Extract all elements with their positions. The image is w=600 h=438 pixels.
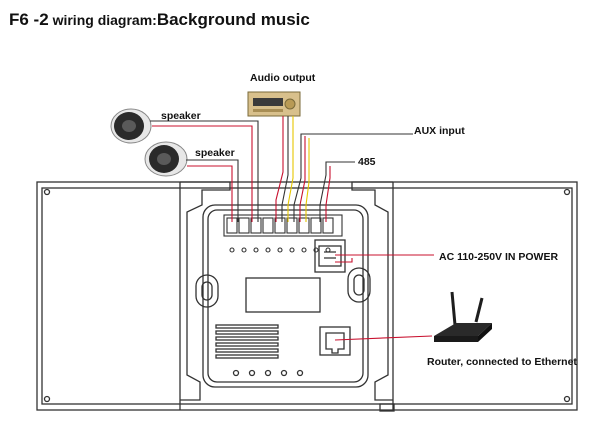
label-router: Router, connected to Ethernet <box>427 356 577 368</box>
rs485-wires <box>319 161 355 222</box>
speaker-icon <box>110 108 152 144</box>
label-aux-input: AUX input <box>414 125 465 137</box>
label-power: AC 110-250V IN POWER <box>439 251 559 263</box>
amplifier-icon <box>247 91 301 117</box>
audio-output-wires <box>275 116 294 222</box>
ethernet-cable <box>334 335 433 341</box>
label-speaker-2: speaker <box>195 147 235 159</box>
aux-input-wires <box>293 133 413 222</box>
ethernet-port-icon <box>319 326 351 356</box>
power-wires <box>335 254 434 263</box>
speaker-wires <box>150 120 259 222</box>
diagram-title: F6 -2 wiring diagram:Background music <box>9 10 310 30</box>
speaker-icon <box>144 141 188 177</box>
title-subtitle: wiring diagram: <box>48 12 157 28</box>
power-connector-icon <box>314 239 346 273</box>
right-mounting-bracket <box>347 181 393 401</box>
wall-plate <box>36 181 578 412</box>
label-speaker-1: speaker <box>161 110 201 122</box>
router-icon <box>434 291 492 342</box>
left-mounting-bracket <box>180 181 231 401</box>
title-model: F6 -2 <box>9 10 49 29</box>
label-485: 485 <box>358 156 376 168</box>
label-audio-output: Audio output <box>250 72 316 84</box>
terminal-block-icon <box>223 214 343 253</box>
device-body <box>202 204 369 388</box>
title-main: Background music <box>156 10 310 29</box>
